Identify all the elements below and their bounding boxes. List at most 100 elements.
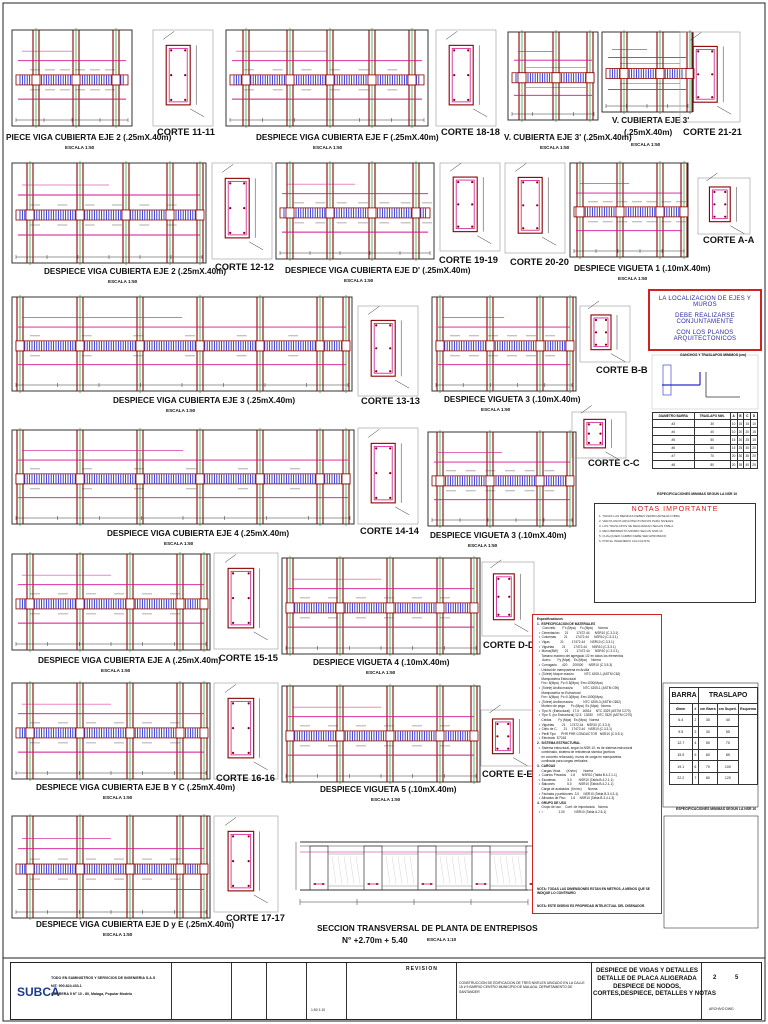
rebar-dot [697,50,700,53]
rebar-dot [231,835,235,838]
rebar-dot [594,318,598,322]
spec-line: • I 1.00 NSR10 (Tabla A.2.5-1) [537,809,607,814]
rebar-dot [604,318,608,322]
hooks-cell: 35 [743,451,752,461]
splice-cell: 40 [716,714,740,727]
leader-line [253,894,268,904]
rebar-dot [713,190,716,194]
joist [309,845,329,891]
rebar-dot [231,727,235,730]
column-gap [241,74,251,86]
leader-line [706,172,718,182]
hooks-cell: #4 [652,427,695,437]
cut-label: CORTE 17-17 [226,913,285,923]
rebar-dot [243,231,246,234]
beam-detail [281,557,481,655]
hooks-cell: 15 [743,418,752,429]
rebar-dot [389,496,392,499]
cut-detail [571,411,627,459]
column-gap [407,74,417,86]
hooks-cell: 10 [729,427,738,437]
rebar-dot [229,231,232,234]
cut-stirrup [227,180,247,236]
column-gap [619,68,629,79]
rebar-dot [184,74,187,77]
spec-line: Grupo de uso Coef. de importancia Norma [537,805,608,810]
joist [471,845,491,891]
column-gap [121,209,131,221]
beam-scale: ESCALA 1:50 [108,279,138,284]
hooks-cell: #7 [652,451,695,461]
rebar-dot [522,181,525,184]
splice-cell [738,714,758,785]
title-block: SUBCA TODO EN SUMINISTROS Y SERVICIOS DE… [10,962,762,1020]
cut-stirrup [230,700,252,756]
filler-hatch [439,855,445,885]
rebar-dot [231,884,235,887]
spec-line: • Balcones 5.0 NSR10 (Tabla B.4.2.1-1) [537,782,614,787]
spec-line: • Electrodo E7018 [537,736,567,741]
rebar-dot [247,572,250,575]
spec-line: • (Tolete) bloque macizo NTC 4205-1 (AST… [537,672,621,677]
rebar-dot [243,182,246,185]
column-gap [685,68,695,79]
splice-cell: 70 [716,737,740,750]
rebar-dot [368,883,370,885]
hooks-cell: 20 [743,427,752,437]
rebar-dot [522,204,525,207]
sheet-total: 5 [735,975,739,981]
rebar-dot [467,74,470,77]
column-gap [175,598,185,610]
splice-cell: 9.5 [669,725,693,739]
leader-line [253,631,268,641]
rebar-dot [457,203,460,206]
spec-line: • Sistema estructural, segun la NSR-10, … [537,745,633,750]
column-gap [75,863,85,875]
filler-hatch [409,855,415,885]
cut-section [370,319,396,377]
hooks-cell: 30 [743,443,752,453]
rebar-dot [604,343,608,346]
cut-label: CORTE A-A [703,235,755,245]
splice-cell: # [691,703,700,715]
cut-label: CORTE 12-12 [215,262,274,272]
beam-detail [11,682,211,780]
leader-line [249,241,264,251]
leader-line [514,623,529,632]
column-gap [385,730,395,742]
spec-line: • (Tolete) Arcilla maciza NTC 4205-3 (AS… [537,699,622,704]
cut-label: CORTE 11-11 [157,127,215,137]
axis-location-note: LA LOCALIZACION DE EJES Y MUROS DEBE REA… [648,289,762,351]
rebar-dot [457,225,460,228]
column-gap [565,340,575,352]
rebar-dot [604,331,608,334]
hooks-cell: #6 [652,443,695,453]
filler-hatch [499,855,505,885]
beam-body [605,68,689,79]
column-gap [435,340,445,352]
column-gap [469,602,479,614]
rebar-dot [231,621,235,624]
beam-detail [281,685,481,783]
rebar-dot [457,180,460,184]
beam-title: (.25mX.40m) [624,128,673,137]
beam-scale: ESCALA 1:50 [166,408,196,413]
column-gap [535,340,545,352]
cut-section [491,718,514,755]
beam-title: V. CUBIERTA EJE 3' (.25mX.40m) [504,133,632,142]
splice-box [662,682,759,808]
column-gap [335,602,345,614]
beam-scale: ESCALA 1:50 [65,145,95,150]
beam-scale: ESCALA 1:50 [103,795,133,800]
rebar-dot [453,98,456,101]
filler-hatch [445,855,451,885]
beam-title: DESPIECE VIGA CUBIERTA EJE 3 (.25mX.40m) [113,396,296,405]
column-gap [485,475,495,487]
company-address: CARRERA 5 N° 10 - 80, Malaga, Popular Mo… [51,992,133,996]
section-title: SECCION TRANSVERSAL DE PLANTA DE ENTREPI… [317,923,538,933]
splice-cell: Esquema [738,703,758,715]
cut-label: CORTE B-B [596,365,648,375]
column-gap [679,206,689,218]
rebar-dot [476,883,478,885]
